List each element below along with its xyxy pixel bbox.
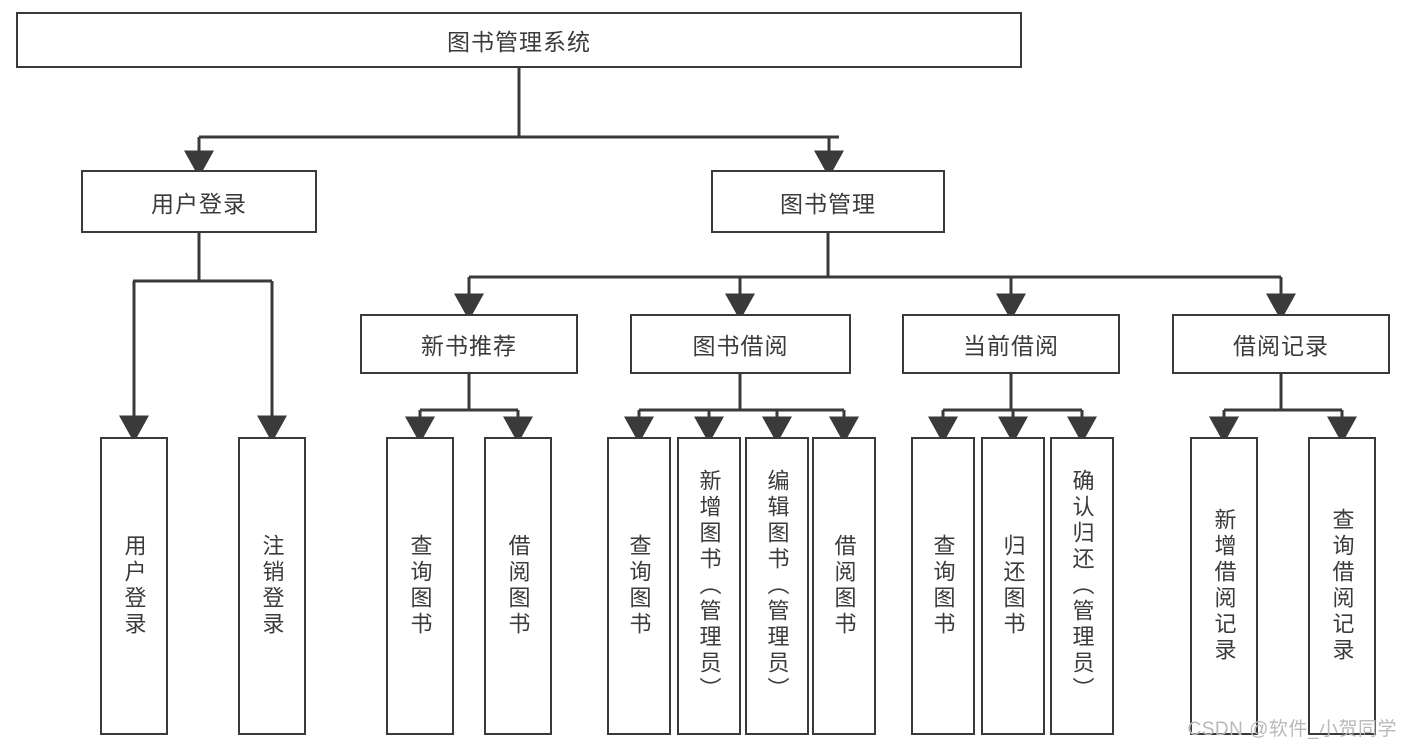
node-leaf-rec-query-label: 查询图书 [407, 534, 433, 638]
watermark: CSDN @软件_小贺同学 [1187, 719, 1397, 740]
node-leaf-rec-add-label: 新增借阅记录 [1211, 508, 1237, 664]
node-new-book-rec-label: 新书推荐 [421, 333, 517, 359]
node-leaf-cur-query[interactable]: 查询图书 [911, 437, 975, 735]
node-leaf-borrow-edit[interactable]: 编辑图书（管理员） [745, 437, 809, 735]
node-leaf-user-login-label: 用户登录 [121, 534, 147, 638]
node-borrow-record[interactable]: 借阅记录 [1172, 314, 1390, 374]
node-leaf-borrow-edit-label: 编辑图书（管理员） [764, 469, 790, 703]
node-user-login-label: 用户登录 [151, 190, 247, 217]
node-book-manage-label: 图书管理 [780, 190, 876, 217]
node-leaf-rec-search-label: 查询借阅记录 [1329, 508, 1355, 664]
node-leaf-borrow-add[interactable]: 新增图书（管理员） [677, 437, 741, 735]
node-leaf-borrow-do[interactable]: 借阅图书 [812, 437, 876, 735]
node-leaf-user-logout-label: 注销登录 [259, 534, 285, 638]
node-book-borrow[interactable]: 图书借阅 [630, 314, 851, 374]
node-leaf-user-logout[interactable]: 注销登录 [238, 437, 306, 735]
node-root[interactable]: 图书管理系统 [16, 12, 1022, 68]
node-leaf-borrow-query-label: 查询图书 [626, 534, 652, 638]
node-leaf-rec-add[interactable]: 新增借阅记录 [1190, 437, 1258, 735]
node-leaf-borrow-do-label: 借阅图书 [831, 534, 857, 638]
node-current-borrow[interactable]: 当前借阅 [902, 314, 1120, 374]
node-leaf-cur-return[interactable]: 归还图书 [981, 437, 1045, 735]
node-leaf-borrow-query[interactable]: 查询图书 [607, 437, 671, 735]
node-leaf-cur-confirm[interactable]: 确认归还（管理员） [1050, 437, 1114, 735]
node-leaf-rec-search[interactable]: 查询借阅记录 [1308, 437, 1376, 735]
node-leaf-rec-borrow-label: 借阅图书 [505, 534, 531, 638]
node-leaf-user-login[interactable]: 用户登录 [100, 437, 168, 735]
node-book-borrow-label: 图书借阅 [692, 333, 789, 359]
node-root-label: 图书管理系统 [447, 29, 591, 55]
node-leaf-rec-borrow[interactable]: 借阅图书 [484, 437, 552, 735]
node-leaf-borrow-add-label: 新增图书（管理员） [696, 469, 722, 703]
node-book-manage[interactable]: 图书管理 [711, 170, 945, 233]
node-current-borrow-label: 当前借阅 [963, 333, 1059, 359]
node-leaf-cur-query-label: 查询图书 [930, 534, 956, 638]
node-new-book-rec[interactable]: 新书推荐 [360, 314, 578, 374]
node-leaf-cur-return-label: 归还图书 [1000, 534, 1026, 638]
node-user-login[interactable]: 用户登录 [81, 170, 317, 233]
node-leaf-cur-confirm-label: 确认归还（管理员） [1069, 469, 1095, 703]
node-leaf-rec-query[interactable]: 查询图书 [386, 437, 454, 735]
node-borrow-record-label: 借阅记录 [1233, 333, 1329, 359]
